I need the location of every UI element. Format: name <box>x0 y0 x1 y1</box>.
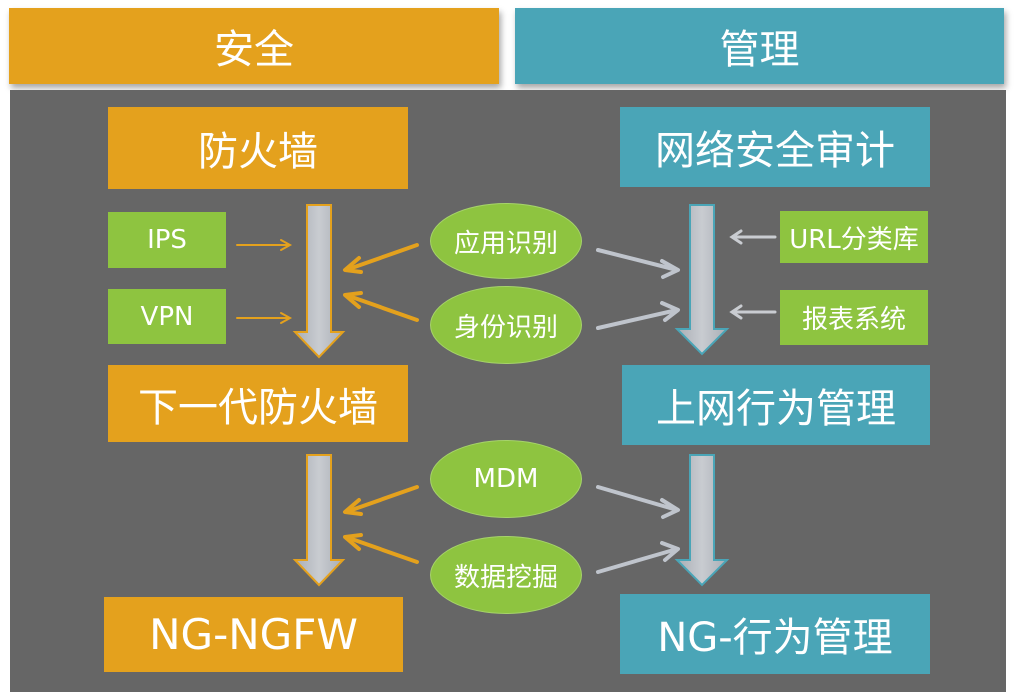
flow-arrow-behavior-to-ng-behavior <box>674 454 730 587</box>
app-identification-oval: 应用识别 <box>430 203 582 279</box>
identity-to-left-arrow <box>344 293 419 322</box>
mdm-to-right-arrow <box>596 485 679 512</box>
datamining-to-right-arrow-head <box>660 541 680 562</box>
url-category-box: URL分类库 <box>780 211 928 263</box>
datamining-to-left-arrow <box>344 535 419 564</box>
flow-arrow-audit-to-behavior <box>674 204 730 356</box>
firewall-box: 防火墙 <box>108 107 408 189</box>
ips-box: IPS <box>108 212 226 268</box>
data-mining-oval: 数据挖掘 <box>430 536 582 614</box>
header-management: 管理 <box>515 8 1004 84</box>
identity-to-right-arrow-head <box>660 301 680 322</box>
mdm-to-left-arrow <box>344 485 419 514</box>
ng-ngfw-box: NG-NGFW <box>104 597 403 672</box>
vpn-arrow-head <box>280 312 293 324</box>
network-audit-box: 网络安全审计 <box>620 107 930 187</box>
ng-behavior-management-box: NG-行为管理 <box>620 594 930 674</box>
mdm-to-left-arrow-head <box>343 498 363 516</box>
behavior-management-box: 上网行为管理 <box>622 365 930 445</box>
app-id-to-right-arrow <box>596 248 679 272</box>
vpn-box: VPN <box>108 289 226 344</box>
identity-identification-oval: 身份识别 <box>430 286 582 364</box>
ngfw-box: 下一代防火墙 <box>108 365 408 442</box>
flow-arrow-firewall-to-ngfw <box>292 204 346 359</box>
report-arrow-head <box>729 304 743 320</box>
datamining-to-right-arrow <box>596 547 679 574</box>
app-id-to-right-arrow-head <box>660 259 680 279</box>
identity-to-left-arrow-head <box>343 291 363 309</box>
url-arrow-head <box>729 229 743 245</box>
ips-arrow-head <box>280 239 293 251</box>
mdm-to-right-arrow-head <box>660 498 680 519</box>
identity-to-right-arrow <box>596 308 679 330</box>
report-system-box: 报表系统 <box>780 290 928 345</box>
mdm-oval: MDM <box>430 440 582 518</box>
app-id-to-left-arrow <box>344 243 419 272</box>
app-id-to-left-arrow-head <box>343 256 363 274</box>
datamining-to-left-arrow-head <box>343 533 363 551</box>
flow-arrow-ngfw-to-ng-ngfw <box>292 454 346 587</box>
header-security: 安全 <box>9 8 499 84</box>
